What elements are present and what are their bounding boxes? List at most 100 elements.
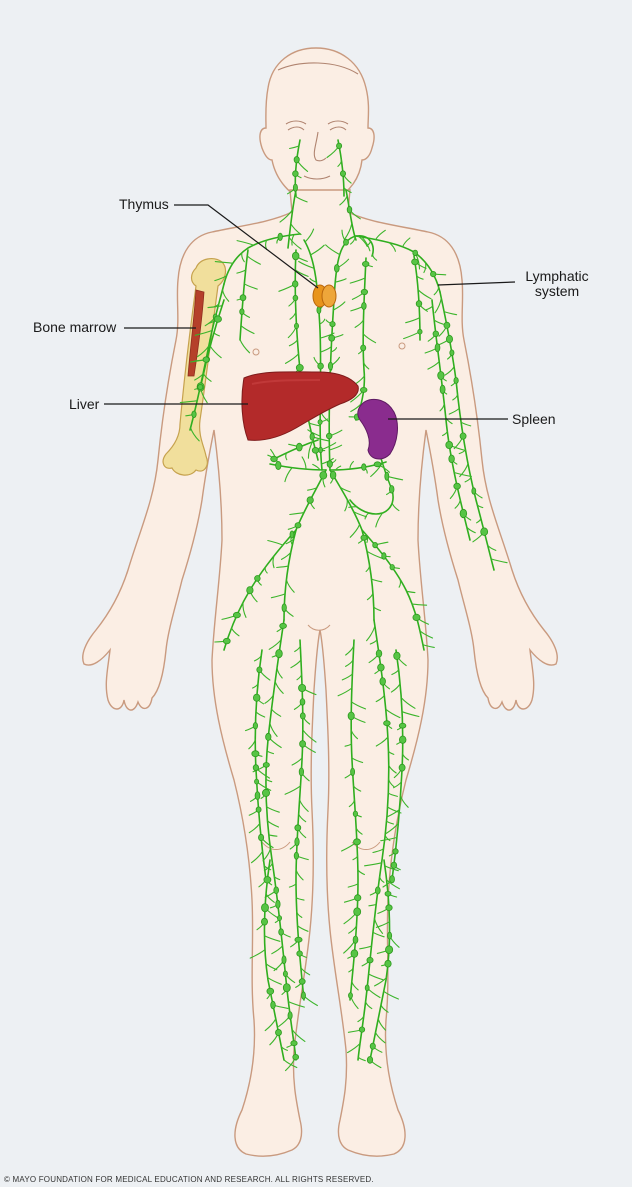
lymph-node [281, 955, 287, 965]
lymph-branch [239, 339, 251, 354]
lymph-node [317, 362, 324, 370]
lymph-branch [289, 512, 305, 516]
lymph-branch [351, 757, 364, 764]
lymph-branch [476, 517, 482, 524]
lymph-node [354, 894, 362, 902]
lymph-branch [265, 963, 278, 971]
lymph-node [329, 321, 336, 328]
lymph-branch [365, 533, 369, 544]
lymph-node [326, 460, 333, 468]
lymph-node [471, 487, 477, 495]
lymph-node [448, 454, 455, 463]
lymph-branch [433, 286, 440, 296]
lymph-branch [310, 244, 325, 256]
lymph-branch [241, 252, 245, 263]
lymph-branch [335, 465, 342, 471]
lymph-node [254, 791, 261, 800]
lymph-branch [355, 827, 363, 835]
lymph-branch [268, 639, 282, 650]
lymph-node [350, 767, 356, 777]
lymph-node [360, 344, 367, 352]
lymph-branch [264, 1018, 277, 1032]
lymph-node [261, 788, 270, 797]
lymph-branch [444, 366, 455, 376]
lymph-branch [402, 237, 411, 248]
lymph-branch [289, 311, 297, 320]
lymph-branch [270, 593, 286, 599]
lymph-branch [300, 967, 311, 976]
lymph-node [366, 1056, 374, 1064]
lymph-branch [405, 317, 421, 324]
lymph-branch [266, 806, 280, 813]
lymph-node [251, 750, 260, 758]
lymph-node [362, 260, 370, 267]
lymph-branch [399, 795, 409, 808]
lymph-branch [248, 739, 256, 750]
lymph-branch [464, 476, 472, 483]
lymph-branch [348, 799, 355, 808]
lymph-node [379, 677, 386, 686]
lymph-branch [295, 897, 305, 901]
lymph-branch [387, 792, 398, 797]
lymph-node [445, 334, 453, 344]
lymph-node [275, 899, 281, 909]
lymph-node [279, 622, 287, 629]
lymph-branch [350, 236, 356, 245]
lymph-branch [390, 683, 401, 693]
lymph-node [254, 575, 261, 582]
lymph-branch [366, 550, 384, 560]
lymph-node [375, 649, 383, 658]
lymph-branch [366, 592, 374, 601]
bone-marrow [187, 289, 205, 377]
lymph-branch [272, 555, 275, 569]
lymph-branch [422, 644, 435, 648]
lymph-node [258, 833, 265, 842]
lymph-node [364, 984, 370, 992]
lymph-branch [434, 297, 442, 314]
lymph-node [366, 956, 374, 964]
lymph-node [480, 527, 489, 536]
lymph-node [412, 249, 419, 257]
lymph-branch [350, 701, 367, 710]
lymph-node [292, 183, 298, 192]
lymph-node [265, 732, 272, 741]
lymph-node [445, 440, 454, 449]
lymph-branch [348, 925, 358, 934]
lymph-branch [357, 1015, 365, 1023]
lymph-node [383, 720, 391, 727]
lymph-node [384, 890, 392, 897]
lymphatic-leader [437, 281, 516, 286]
lymph-branch [267, 977, 282, 985]
lymph-branch [344, 743, 352, 747]
lymph-node [213, 315, 222, 323]
lymph-branch [490, 558, 508, 564]
lymph-branch [419, 630, 434, 639]
lymph-branch [359, 945, 372, 950]
lymph-node [294, 936, 303, 943]
lymph-branch [453, 471, 472, 478]
lymph-branch [364, 512, 370, 520]
lymph-node [346, 205, 353, 214]
lymph-branch [406, 590, 416, 594]
lymph-branch [343, 222, 353, 240]
lymph-node [389, 564, 395, 571]
lymph-branch [280, 551, 292, 560]
lymph-branch [242, 601, 247, 618]
lymph-node [232, 611, 241, 619]
lymph-branch [266, 750, 275, 755]
lymph-node [256, 666, 263, 674]
lymph-branch [487, 544, 497, 551]
lymph-node [292, 294, 299, 302]
lymph-node [353, 907, 362, 916]
lymph-branch [302, 729, 317, 743]
lymph-branch [263, 935, 281, 942]
lymph-node [295, 363, 304, 372]
lymph-branch [240, 325, 255, 335]
spleen-label: Spleen [512, 411, 556, 427]
lymph-branch [267, 539, 284, 546]
lymph-branch [351, 980, 359, 991]
lymph-node [295, 442, 303, 452]
lymph-node [333, 264, 340, 273]
lymph-branch [236, 269, 247, 274]
lymph-node [282, 970, 288, 977]
